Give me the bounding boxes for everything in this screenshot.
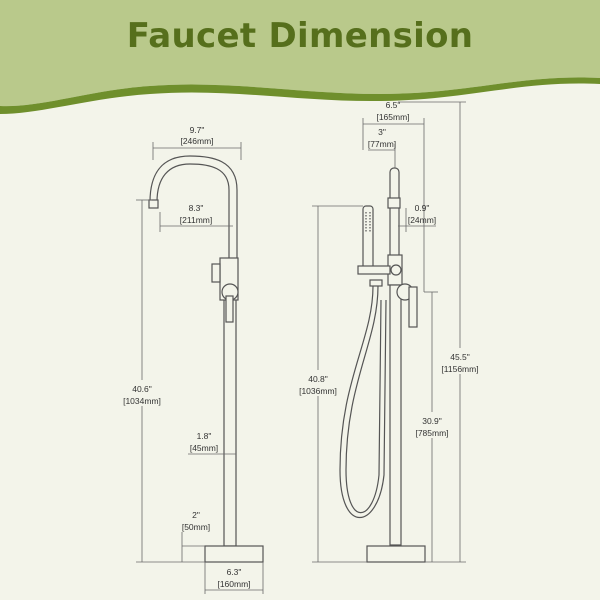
hand-shower (362, 205, 374, 271)
base-height-mm: [50mm] (182, 522, 210, 532)
spout-width-in: 9.7" (190, 125, 205, 135)
column-diameter-in: 1.8" (197, 431, 212, 441)
left-dimensions: 9.7" [246mm] 8.3" [211mm] 40.6" [1034mm]… (117, 125, 264, 594)
floor-base-right (366, 545, 426, 563)
shower-holder (357, 265, 391, 275)
handshower-diameter-mm: [24mm] (408, 215, 436, 225)
handshower-height-in: 40.8" (308, 374, 328, 384)
spout-outer (149, 155, 238, 258)
total-height-left-mm: [1034mm] (123, 396, 161, 406)
spout-tip (148, 199, 159, 209)
handle-lever (225, 295, 234, 323)
total-height-left-in: 40.6" (132, 384, 152, 394)
page-title: Faucet Dimension (126, 16, 474, 56)
handshower-offset-mm: [77mm] (368, 139, 396, 149)
handle-lever-right (408, 286, 418, 328)
overall-width-in: 6.5" (386, 100, 401, 110)
spout-reach-mm: [211mm] (180, 215, 212, 225)
handle-height-in: 30.9" (422, 416, 442, 426)
left-faucet (148, 155, 264, 563)
handle-height-mm: [785mm] (415, 428, 448, 438)
diverter-knob (390, 264, 402, 276)
hose-inner (345, 285, 382, 514)
total-height-right-mm: [1156mm] (441, 364, 478, 374)
lever-left (211, 263, 221, 283)
handshower-height-mm: [1036mm] (299, 386, 337, 396)
column-right (389, 284, 402, 546)
base-height-in: 2" (192, 510, 200, 520)
total-height-right-in: 45.5" (450, 352, 470, 362)
column-diameter-mm: [45mm] (190, 443, 218, 453)
overall-width-mm: [165mm] (376, 112, 409, 122)
hose-connector (369, 279, 383, 287)
spout-collar (387, 197, 401, 209)
base-width-in: 6.3" (227, 567, 242, 577)
hose (339, 285, 387, 518)
handshower-diameter-in: 0.9" (415, 203, 430, 213)
handshower-offset-in: 3" (378, 127, 386, 137)
base-width-mm: [160mm] (217, 579, 250, 589)
spout-width-mm: [246mm] (180, 136, 213, 146)
spout (156, 163, 230, 258)
right-faucet (339, 167, 426, 563)
spout-reach-in: 8.3" (189, 203, 204, 213)
column-lower (223, 297, 237, 547)
floor-base (204, 545, 264, 563)
right-dimensions: 6.5" [165mm] 3" [77mm] 0.9" [24mm] 40.8"… (292, 100, 487, 563)
